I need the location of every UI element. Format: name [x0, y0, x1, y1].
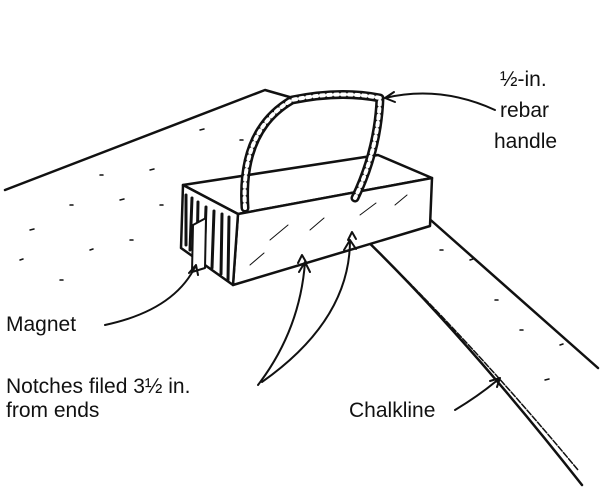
board-edge: [3, 88, 302, 192]
magnet-icon: [191, 217, 207, 273]
notches-label-line2: from ends: [6, 399, 100, 422]
handle-label-line2: rebar: [500, 99, 550, 122]
notch: [297, 254, 307, 264]
notches-label-line1: Notches filed 3½ in.: [6, 375, 191, 398]
notch-arrow-2: [261, 239, 357, 383]
wood-grain: [249, 194, 408, 266]
block-end-face: [179, 183, 240, 287]
strip-stipple: [439, 249, 564, 381]
strip-right-edge: [423, 213, 600, 370]
chalkline-arrow: [454, 377, 501, 411]
handle-label-line3: handle: [494, 130, 558, 153]
handle-arrow: [384, 91, 496, 111]
notch-arrow-1: [257, 261, 311, 386]
board-stipple: [19, 128, 244, 281]
magnet-label: Magnet: [6, 313, 77, 336]
chalkline: [361, 235, 579, 471]
notch: [347, 231, 357, 241]
magnet-arrow: [104, 264, 199, 326]
chalkline-label: Chalkline: [349, 399, 436, 422]
handle-label-line1: ½-in.: [500, 68, 547, 91]
strip-left-edge: [356, 230, 584, 487]
